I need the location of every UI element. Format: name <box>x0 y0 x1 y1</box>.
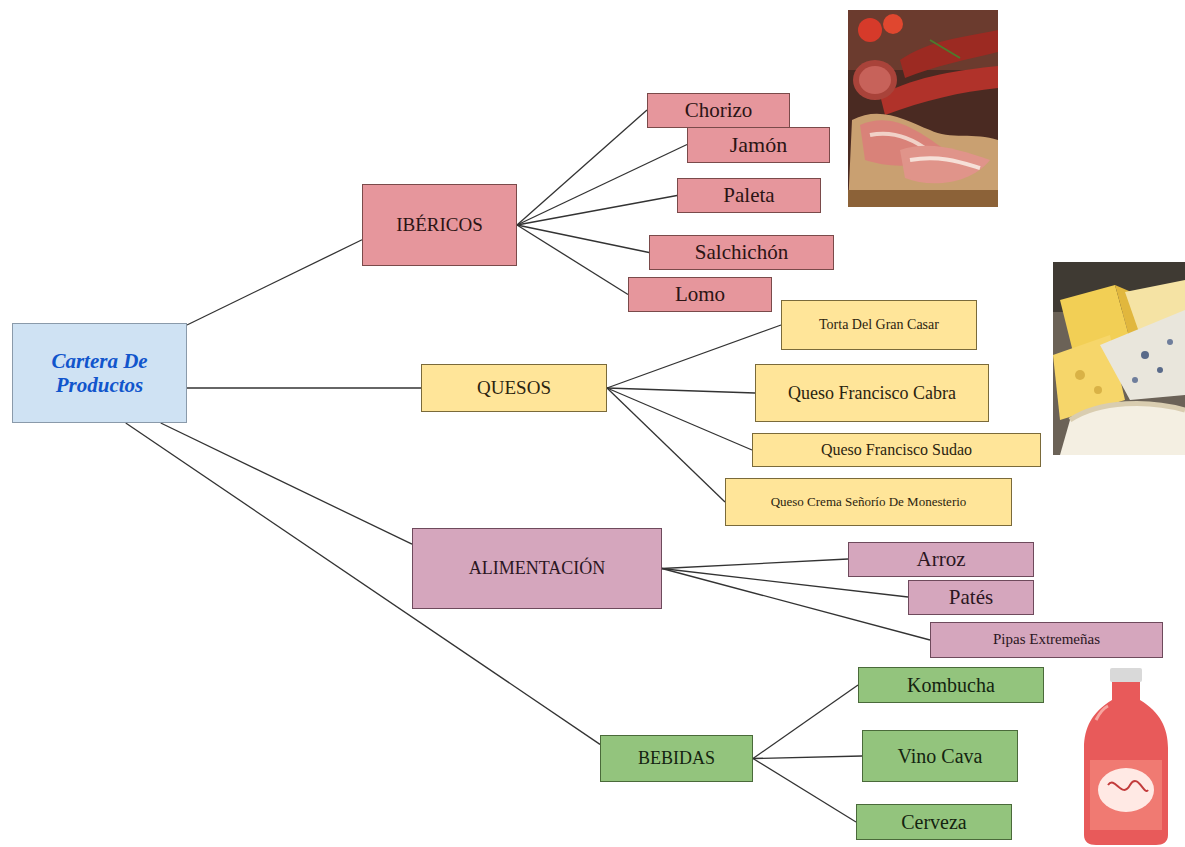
connector-line <box>187 387 421 388</box>
product-box: Chorizo <box>647 93 790 128</box>
box-label: QUESOS <box>477 377 551 399</box>
box-label: Pipas Extremeñas <box>993 631 1100 648</box>
product-box: Kombucha <box>858 667 1044 703</box>
connector-line <box>607 388 752 450</box>
category-box: BEBIDAS <box>600 735 753 782</box>
box-label: Cartera De Productos <box>19 349 180 397</box>
connector-line <box>517 196 677 226</box>
connector-line <box>517 145 687 226</box>
connector-line <box>517 110 647 225</box>
connector-line <box>607 388 725 502</box>
root-box: Cartera De Productos <box>12 323 187 423</box>
box-label: Arroz <box>917 547 966 571</box>
cheese-photo <box>1053 262 1185 455</box>
connector-line <box>187 240 362 325</box>
box-label: Torta Del Gran Casar <box>819 317 939 333</box>
category-box: ALIMENTACIÓN <box>412 528 662 609</box>
box-label: BEBIDAS <box>638 748 715 769</box>
product-box: Patés <box>908 580 1034 615</box>
connector-line <box>662 569 930 641</box>
box-label: Vino Cava <box>898 745 983 768</box>
box-label: Queso Crema Señorío De Monesterio <box>771 495 967 510</box>
box-label: Salchichón <box>695 240 788 264</box>
category-box: QUESOS <box>421 364 607 412</box>
connector-line <box>662 559 848 569</box>
product-box: Cerveza <box>856 804 1012 840</box>
box-label: Queso Francisco Sudao <box>821 441 972 459</box>
connector-line <box>753 685 858 759</box>
charcuterie-photo <box>848 10 998 207</box>
product-box: Vino Cava <box>862 730 1018 782</box>
product-box: Salchichón <box>649 235 834 270</box>
connector-line <box>161 423 412 544</box>
box-label: ALIMENTACIÓN <box>469 558 606 579</box>
connector-line <box>607 388 755 393</box>
box-label: Chorizo <box>685 98 753 122</box>
box-label: Kombucha <box>907 674 995 697</box>
category-box: IBÉRICOS <box>362 184 517 266</box>
product-box: Queso Francisco Cabra <box>755 364 989 422</box>
box-label: Cerveza <box>901 811 967 834</box>
product-box: Pipas Extremeñas <box>930 622 1163 658</box>
box-label: Lomo <box>675 282 725 306</box>
product-box: Torta Del Gran Casar <box>781 300 977 350</box>
product-box: Lomo <box>628 277 772 312</box>
connector-line <box>753 759 856 823</box>
product-box: Jamón <box>687 127 830 163</box>
box-label: Patés <box>949 585 993 609</box>
box-label: Jamón <box>730 132 787 157</box>
connector-line <box>753 756 862 759</box>
box-label: Paleta <box>723 183 774 207</box>
product-box: Queso Francisco Sudao <box>752 433 1041 467</box>
connector-line <box>517 225 628 295</box>
product-box: Paleta <box>677 178 821 213</box>
product-box: Queso Crema Señorío De Monesterio <box>725 478 1012 526</box>
product-box: Arroz <box>848 542 1034 577</box>
box-label: Queso Francisco Cabra <box>788 383 956 404</box>
connector-line <box>517 225 649 253</box>
kombucha-bottle-photo <box>1070 660 1182 847</box>
box-label: IBÉRICOS <box>396 214 483 236</box>
